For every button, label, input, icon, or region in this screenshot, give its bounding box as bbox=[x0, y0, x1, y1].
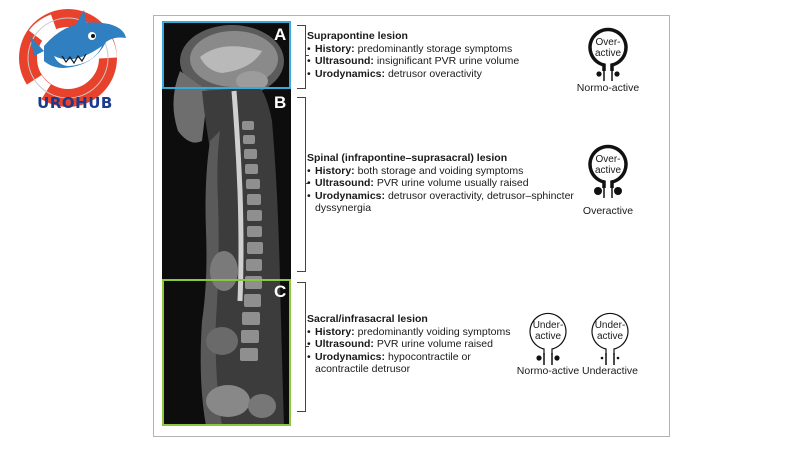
bladder-3-sphincter-caption: Normo-active bbox=[516, 365, 580, 377]
bracket-c bbox=[297, 282, 306, 412]
region-b-urodynamics: Urodynamics: detrusor overactivity, detr… bbox=[307, 190, 622, 215]
region-c-box bbox=[162, 279, 291, 426]
brand-name: UROHUB bbox=[37, 94, 113, 112]
region-b-history: History: both storage and voiding sympto… bbox=[307, 165, 622, 178]
bracket-a bbox=[297, 25, 306, 89]
bladder-1-detrusor-label: Over-active bbox=[594, 37, 622, 59]
region-c-urodynamics: Urodynamics: hypocontractile or acontrac… bbox=[307, 351, 512, 376]
bracket-b bbox=[297, 97, 306, 272]
bladder-4-detrusor-label: Under-active bbox=[594, 320, 626, 342]
region-a-title: Suprapontine lesion bbox=[307, 30, 408, 42]
urohub-logo bbox=[14, 6, 134, 126]
bladder-3-detrusor-label: Under-active bbox=[532, 320, 564, 342]
bladder-4-sphincter-caption: Underactive bbox=[581, 365, 639, 377]
region-b-letter: B bbox=[274, 93, 287, 112]
bladder-icon-underactive-normoactive bbox=[528, 309, 568, 372]
region-c-history: History: predominantly voiding symptoms bbox=[307, 326, 512, 339]
bladder-icon-overactive-overactive bbox=[588, 142, 628, 205]
bladder-2-sphincter-caption: Overactive bbox=[582, 205, 634, 217]
region-c-title: Sacral/infrasacral lesion bbox=[307, 313, 428, 325]
region-a-urodynamics: Urodynamics: detrusor overactivity bbox=[307, 68, 577, 81]
region-a-box bbox=[162, 21, 291, 89]
region-a-history: History: predominantly storage symptoms bbox=[307, 43, 577, 56]
bladder-2-detrusor-label: Over-active bbox=[594, 154, 622, 176]
region-c-letter: C bbox=[274, 282, 287, 301]
bladder-icon-overactive-normoactive bbox=[588, 25, 628, 88]
region-a-ultrasound: Ultrasound: insignificant PVR urine volu… bbox=[307, 55, 577, 68]
region-a-text: Suprapontine lesion History: predominant… bbox=[307, 30, 577, 80]
region-c-text: Sacral/infrasacral lesion History: predo… bbox=[307, 313, 512, 376]
region-b-ultrasound: Ultrasound: PVR urine volume usually rai… bbox=[307, 177, 622, 190]
region-a-letter: A bbox=[274, 25, 287, 44]
bladder-icon-underactive-underactive bbox=[590, 309, 630, 372]
bladder-1-sphincter-caption: Normo-active bbox=[576, 82, 640, 94]
region-b-title: Spinal (infrapontine–suprasacral) lesion bbox=[307, 152, 508, 164]
region-c-ultrasound: Ultrasound: PVR urine volume raised bbox=[307, 338, 512, 351]
region-b-text: Spinal (infrapontine–suprasacral) lesion… bbox=[307, 152, 622, 215]
